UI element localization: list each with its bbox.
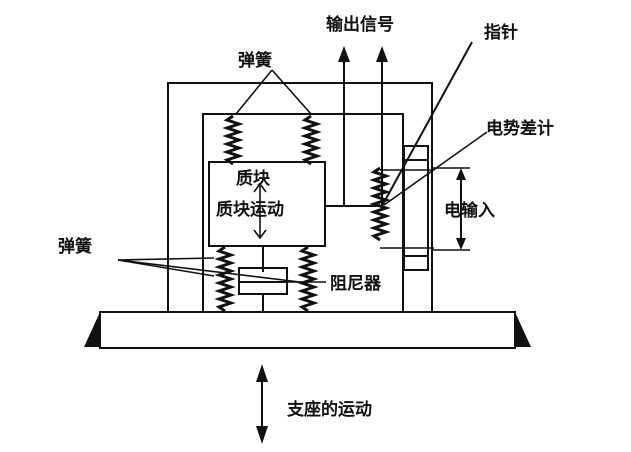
potentiometer [369, 145, 434, 271]
label-mass-block: 质块 [236, 169, 271, 189]
label-spring-left: 弹簧 [58, 236, 92, 257]
output-signal-arrows [338, 46, 388, 206]
label-potentiometer: 电势差计 [486, 118, 554, 139]
top-springs [222, 114, 322, 166]
mass-block [208, 161, 326, 247]
bottom-springs [214, 245, 319, 313]
label-mass-motion: 质块运动 [216, 200, 284, 220]
leader-lines [117, 69, 488, 284]
label-base-motion: 支座的运动 [287, 399, 372, 420]
label-spring-top: 弹簧 [238, 50, 272, 71]
pointer [325, 41, 473, 207]
base-motion-arrow [256, 364, 268, 444]
label-electrical-input: 电输入 [444, 200, 495, 221]
base-plate [84, 311, 531, 349]
label-pointer: 指针 [484, 22, 518, 43]
electrical-input-bracket [432, 167, 470, 251]
label-output-signal: 输出信号 [326, 14, 394, 35]
mass-motion-arrow [253, 182, 267, 240]
label-damper: 阻尼器 [330, 274, 382, 294]
outer-housing [167, 82, 433, 312]
